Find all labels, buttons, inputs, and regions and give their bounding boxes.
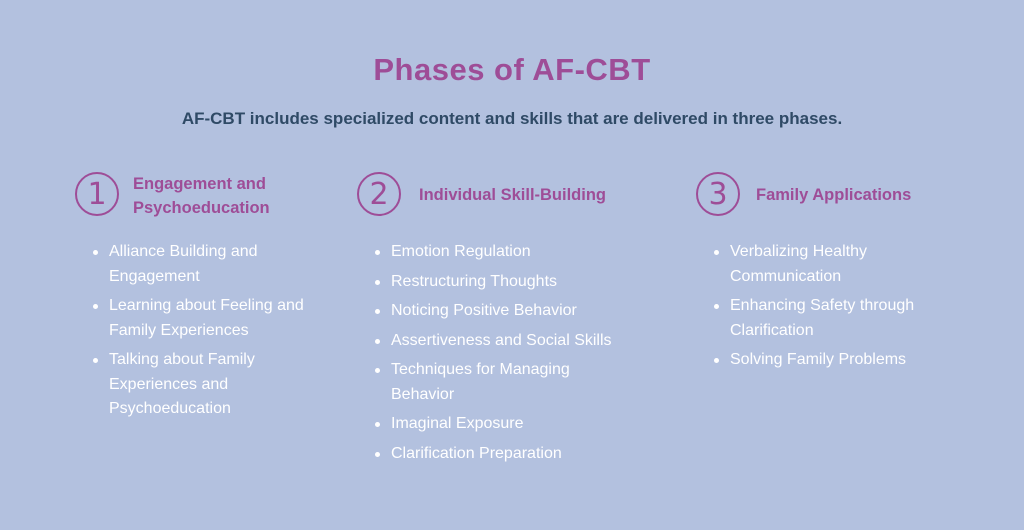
list-item: Clarification Preparation [375, 442, 625, 467]
list-item: Emotion Regulation [375, 240, 625, 265]
phase-2-list: Emotion Regulation Restructuring Thought… [375, 240, 625, 471]
list-item: Learning about Feeling and Family Experi… [93, 294, 319, 343]
phase-2-title: Individual Skill-Building [419, 186, 607, 204]
phase-3-title: Family Applications [756, 186, 912, 204]
phase-3-number-badge: 3 [696, 172, 740, 216]
list-item: Imaginal Exposure [375, 412, 625, 437]
page-subtitle: AF-CBT includes specialized content and … [181, 109, 843, 128]
list-item: Talking about Family Experiences and Psy… [93, 348, 319, 422]
list-item: Assertiveness and Social Skills [375, 329, 625, 354]
list-item: Restructuring Thoughts [375, 270, 625, 295]
list-item: Noticing Positive Behavior [375, 299, 625, 324]
list-item: Techniques for Managing Behavior [375, 358, 625, 407]
phase-1-title-line2: Psychoeducation [133, 199, 270, 217]
phase-1-title-line1: Engagement and [133, 175, 266, 193]
phase-1-list: Alliance Building and Engagement Learnin… [93, 240, 319, 427]
phase-1-title: Engagement and Psychoeducation [133, 172, 270, 220]
phase-3-list: Verbalizing Healthy Communication Enhanc… [714, 240, 934, 378]
page-title: Phases of AF-CBT [373, 52, 651, 87]
list-item: Enhancing Safety through Clarification [714, 294, 934, 343]
list-item: Solving Family Problems [714, 348, 934, 373]
phase-2-number-badge: 2 [357, 172, 401, 216]
list-item: Alliance Building and Engagement [93, 240, 319, 289]
phase-1-number-badge: 1 [75, 172, 119, 216]
list-item: Verbalizing Healthy Communication [714, 240, 934, 289]
